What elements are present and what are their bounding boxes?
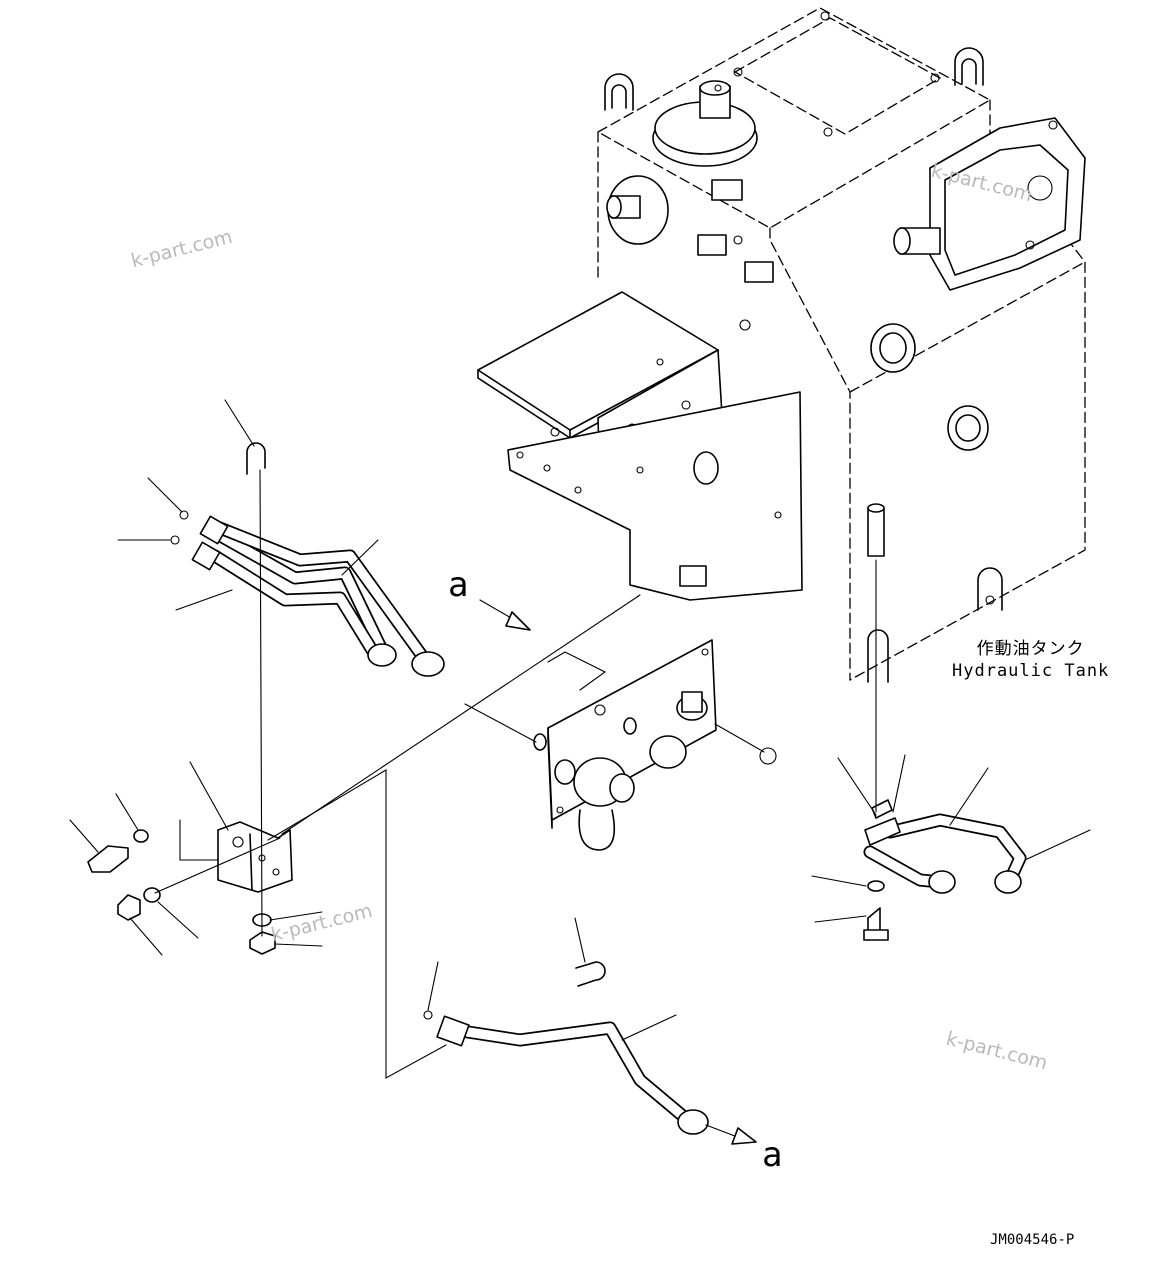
tank-label: 作動油タンク Hydraulic Tank [952,638,1109,682]
mounting-bracket [87,821,293,955]
tank-label-en: Hydraulic Tank [952,661,1110,682]
leader-lines [69,399,1091,1145]
hydraulic-tank [596,7,1086,681]
hose-right [863,503,1027,941]
clips [170,442,266,545]
hose-pair-upper [191,515,445,677]
arrow-label-a-top: a [448,565,469,605]
valve-block [533,639,777,851]
hose-lower [423,961,709,1135]
drawing-code: JM004546-P [990,1232,1075,1248]
tank-label-jp: 作動油タンク [976,639,1085,659]
mounting-plates [477,291,803,601]
arrow-label-a-bottom: a [762,1135,783,1175]
